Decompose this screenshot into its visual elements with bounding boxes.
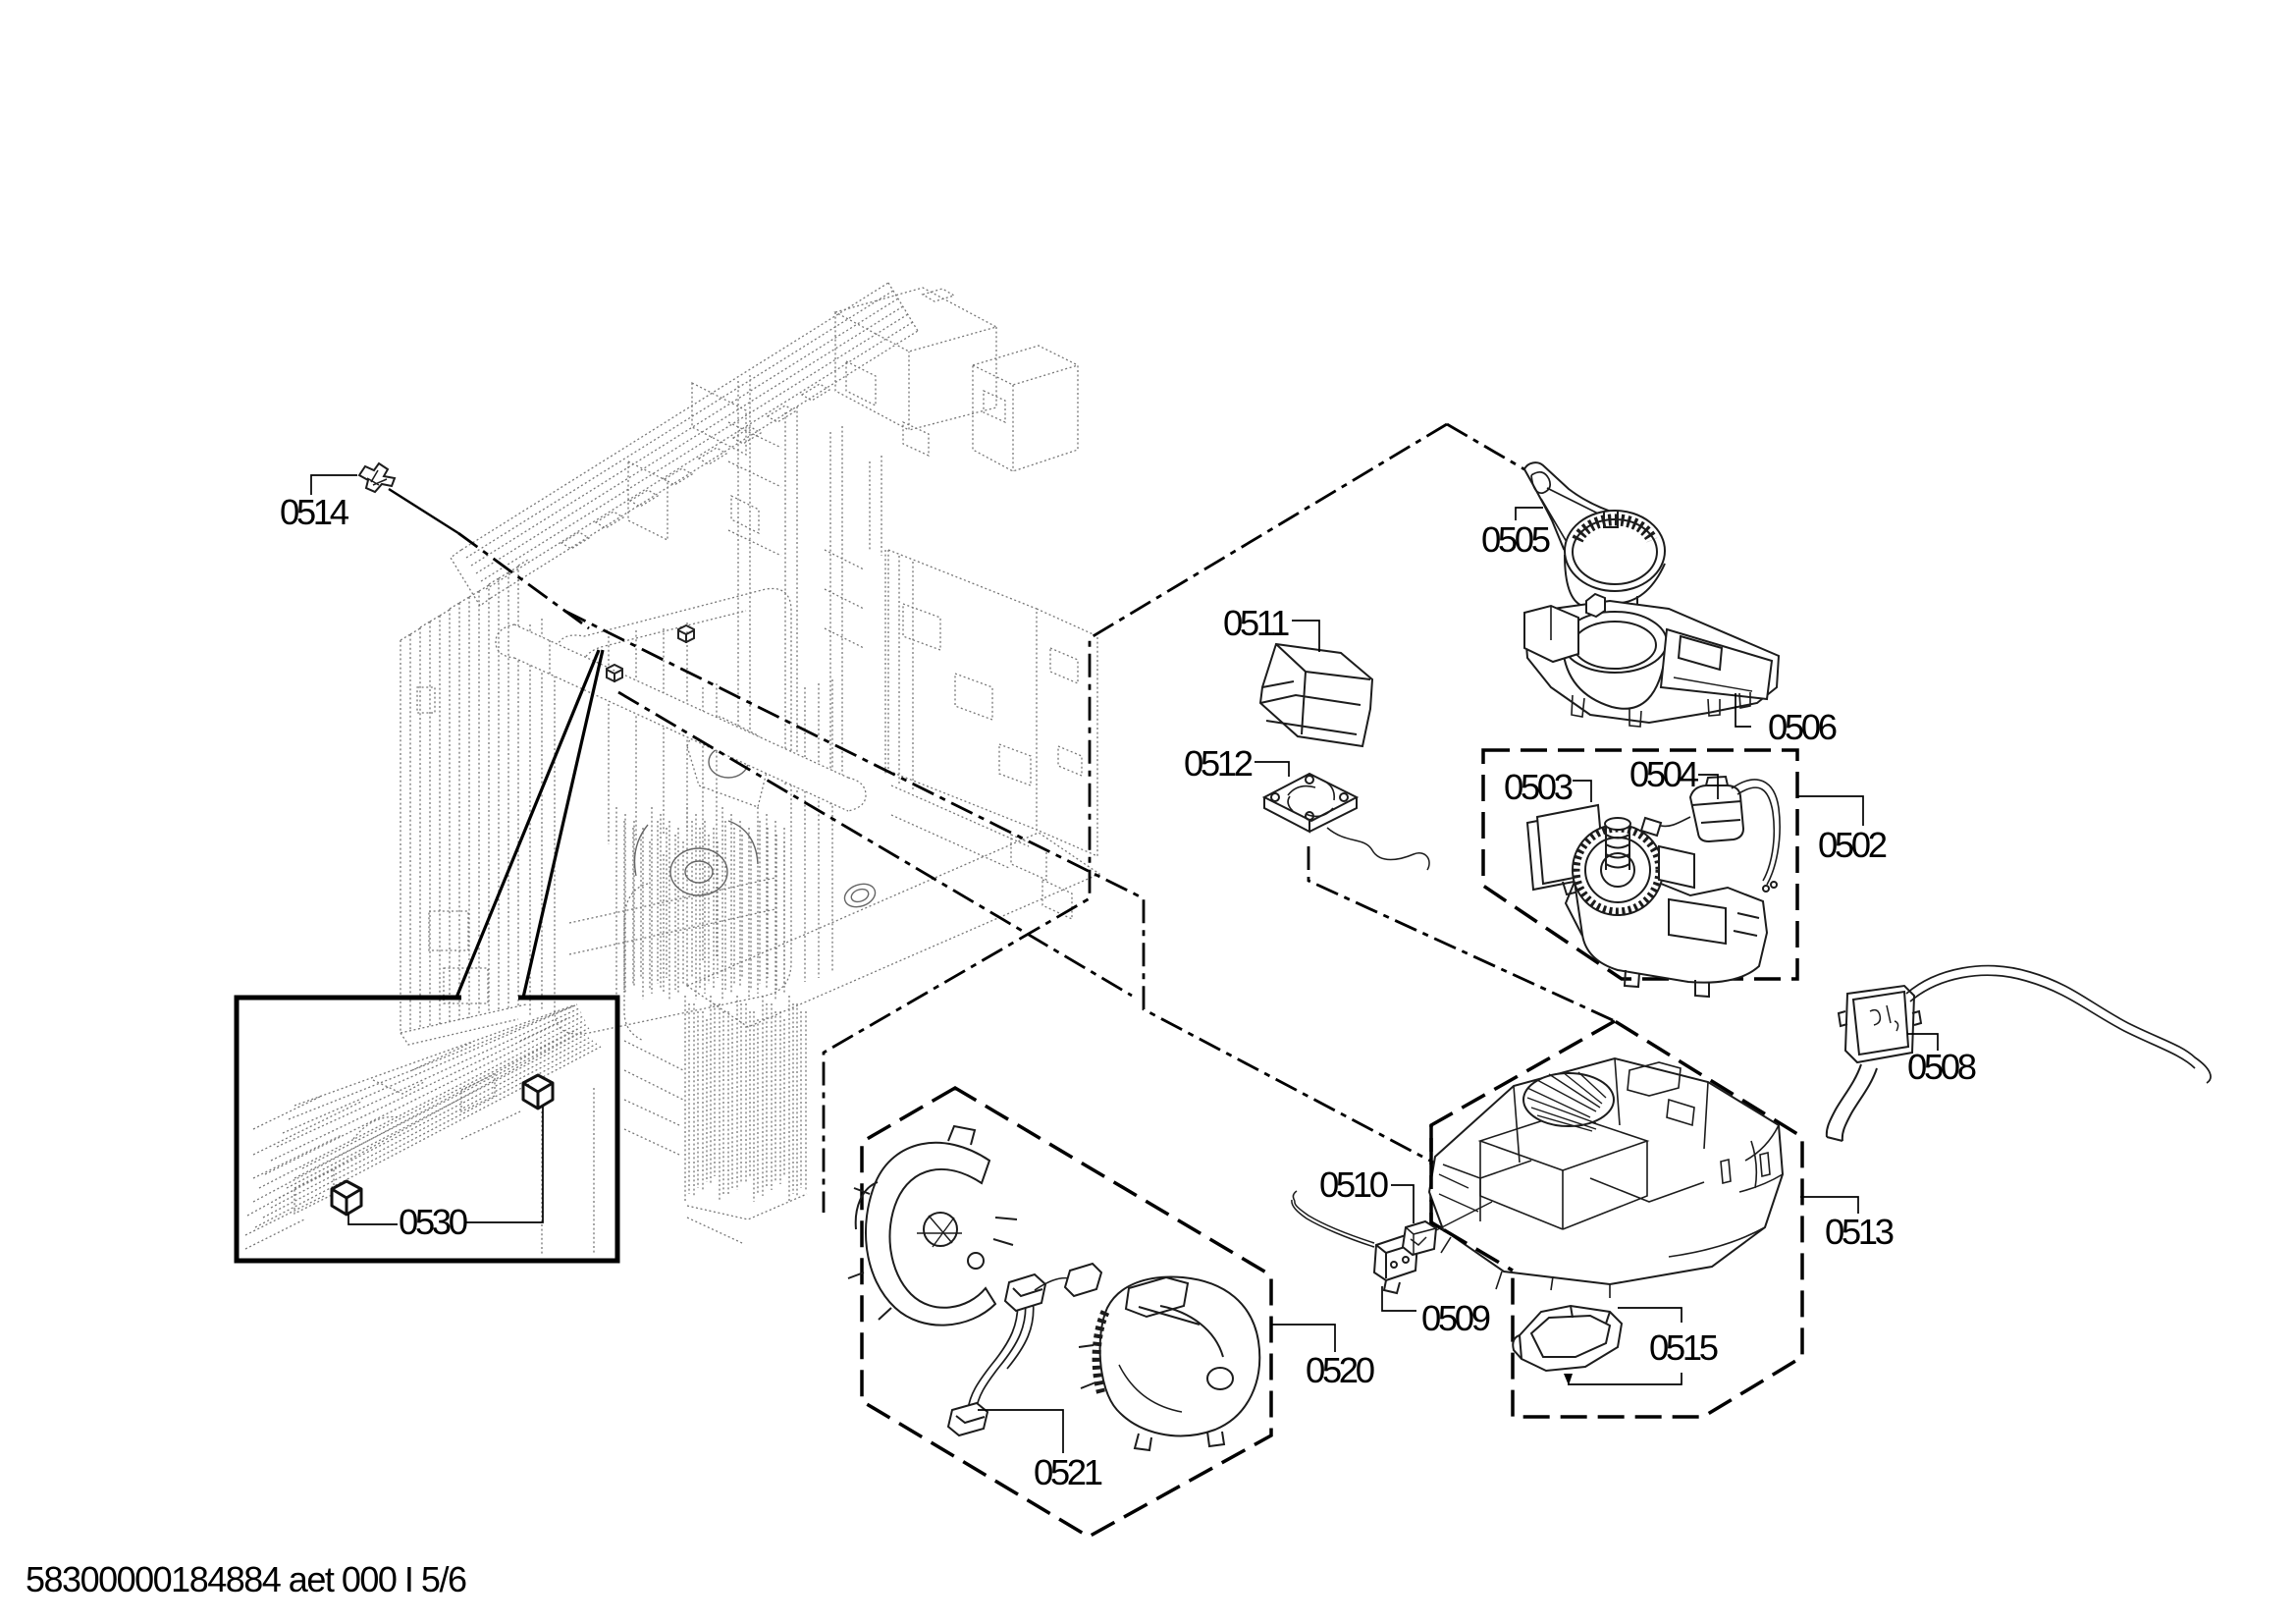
svg-text:0513: 0513 (1825, 1212, 1894, 1252)
svg-text:0506: 0506 (1768, 707, 1837, 747)
svg-text:0515: 0515 (1649, 1327, 1718, 1368)
svg-text:0509: 0509 (1421, 1298, 1490, 1338)
svg-text:0520: 0520 (1306, 1350, 1374, 1390)
svg-text:0511: 0511 (1223, 603, 1289, 643)
svg-text:0508: 0508 (1907, 1047, 1976, 1087)
svg-text:0521: 0521 (1034, 1452, 1102, 1492)
svg-text:0502: 0502 (1818, 825, 1887, 865)
svg-text:0514: 0514 (280, 492, 349, 532)
svg-text:0512: 0512 (1184, 743, 1253, 784)
svg-text:0504: 0504 (1629, 754, 1699, 794)
svg-text:58300000184884 aet 000 I 5/6: 58300000184884 aet 000 I 5/6 (26, 1559, 466, 1599)
svg-text:0503: 0503 (1504, 767, 1573, 807)
svg-text:0510: 0510 (1319, 1164, 1388, 1205)
svg-text:0530: 0530 (399, 1202, 467, 1242)
svg-text:0505: 0505 (1481, 519, 1550, 560)
